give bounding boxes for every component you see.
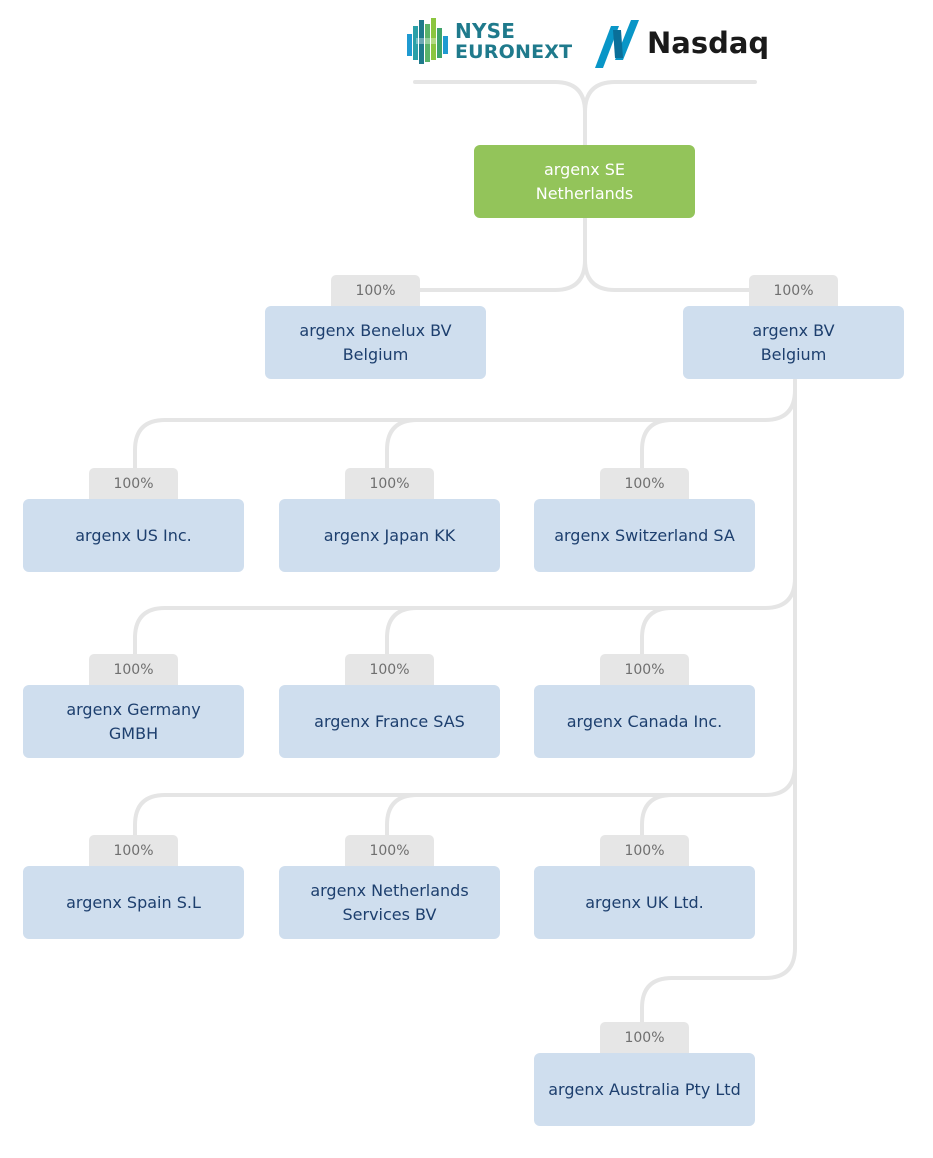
entity-label: argenx Japan KK	[323, 525, 456, 545]
nasdaq-logo: Nasdaq	[593, 20, 769, 68]
entity-box: argenx Spain S.L	[23, 866, 244, 939]
entity-box: argenx Japan KK	[279, 499, 500, 572]
ownership-tab: 100%	[600, 654, 689, 685]
nyse-line1: NYSE	[455, 19, 516, 43]
ownership-tab: 100%	[600, 1022, 689, 1053]
entity-label: argenx UK Ltd.	[585, 892, 704, 912]
ownership-tab: 100%	[89, 835, 178, 866]
entity-box: argenx US Inc.	[23, 499, 244, 572]
ownership-tab: 100%	[600, 468, 689, 499]
entity-label: argenx Spain S.L	[66, 892, 201, 912]
parent-entity-label: argenx SE Netherlands	[535, 159, 634, 203]
entity-label: argenx Switzerland SA	[554, 525, 735, 545]
parent-entity-box: argenx SE Netherlands	[474, 145, 695, 218]
ownership-tab: 100%	[89, 468, 178, 499]
entity-box: argenx Australia Pty Ltd	[534, 1053, 755, 1126]
entity-label: argenx Benelux BV Belgium	[299, 320, 452, 364]
ownership-tab: 100%	[89, 654, 178, 685]
nyse-line2: EURONEXT	[455, 41, 573, 63]
ownership-tab: 100%	[345, 468, 434, 499]
entity-label: argenx Netherlands Services BV	[310, 880, 469, 924]
nyse-euronext-logo: NYSE EURONEXT ™	[407, 18, 572, 68]
entity-box: argenx Netherlands Services BV	[279, 866, 500, 939]
nyse-euronext-mark-icon	[407, 18, 448, 64]
ownership-tab: 100%	[331, 275, 420, 306]
entity-label: argenx Germany GMBH	[66, 699, 201, 743]
nasdaq-wordmark: Nasdaq	[647, 26, 770, 60]
ownership-tab: 100%	[600, 835, 689, 866]
ownership-tab: 100%	[345, 835, 434, 866]
entity-label: argenx BV Belgium	[752, 320, 835, 364]
entity-label: argenx Canada Inc.	[566, 711, 723, 731]
entity-label: argenx Australia Pty Ltd	[548, 1079, 741, 1099]
ownership-tab: 100%	[345, 654, 434, 685]
nyse-tm: ™	[553, 56, 560, 63]
entity-box: argenx Switzerland SA	[534, 499, 755, 572]
nasdaq-mark-icon	[595, 20, 639, 68]
entity-box: argenx Canada Inc.	[534, 685, 755, 758]
entity-label: argenx US Inc.	[75, 525, 192, 545]
entity-label: argenx France SAS	[314, 711, 465, 731]
entity-box: argenx UK Ltd.	[534, 866, 755, 939]
entity-box: argenx Germany GMBH	[23, 685, 244, 758]
ownership-tab: 100%	[749, 275, 838, 306]
entity-box: argenx Benelux BV Belgium	[265, 306, 486, 379]
entity-box: argenx BV Belgium	[683, 306, 904, 379]
entity-box: argenx France SAS	[279, 685, 500, 758]
